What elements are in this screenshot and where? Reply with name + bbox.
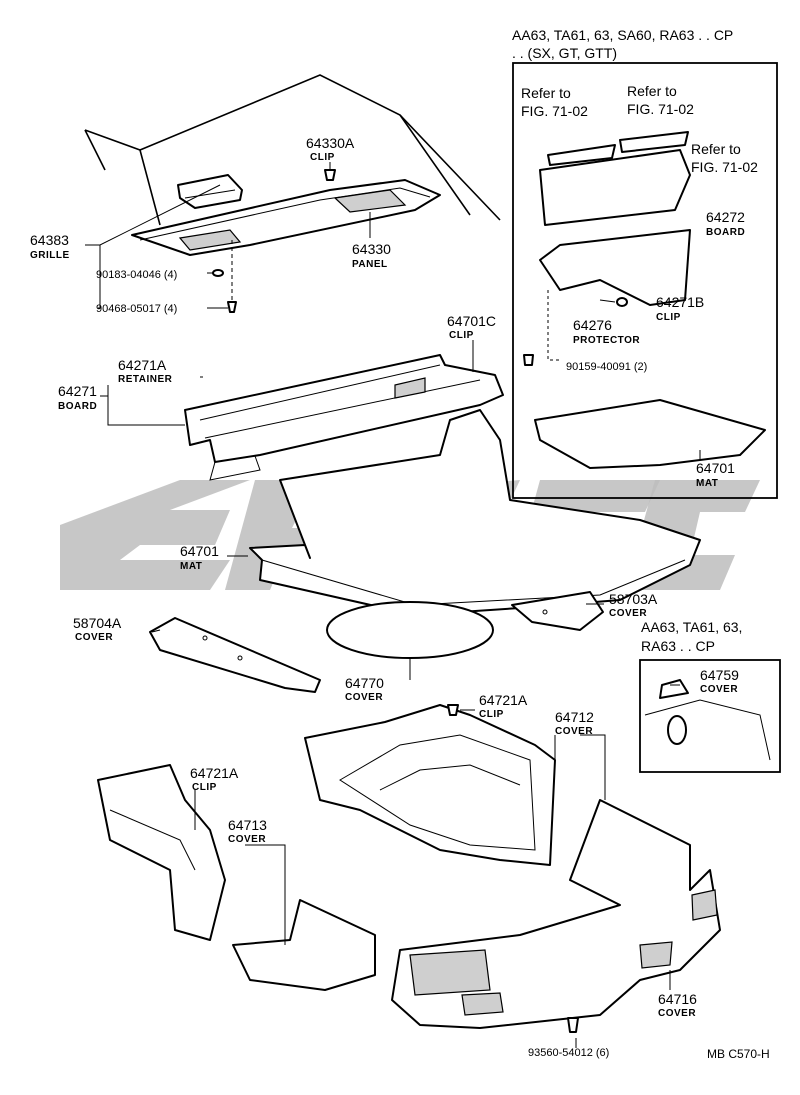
label-64330-name: PANEL [352,259,388,270]
rear-speaker-grille [177,174,243,209]
label-64701-name: MAT [180,561,202,572]
clip-64721A-top-icon [447,704,459,716]
label-64701-num: 64701 [180,543,219,559]
label-64271B-num: 64271B [656,294,704,310]
label-58703A-num: 58703A [609,591,658,607]
label-64701-box-num: 64701 [696,460,735,476]
label-64271B-name: CLIP [656,312,681,323]
car-body-outline [84,74,501,226]
label-64271A-num: 64271A [118,357,167,373]
label-64716-num: 64716 [658,991,697,1007]
refer1-line1: Refer to [521,85,571,101]
variant-box-header-2: . . (SX, GT, GTT) [512,45,617,61]
label-64330A-num: 64330A [306,135,355,151]
label-90159: 90159-40091 (2) [566,361,647,373]
trunk-side-liner-64713 [232,899,376,991]
left-wheelhouse-cover [97,764,226,941]
label-64701C-num: 64701C [447,313,496,329]
label-64383-num: 64383 [30,232,69,248]
leader-lines [85,162,701,1048]
label-64759-num: 64759 [700,667,739,683]
trunk-side-liner-64712 [304,704,556,866]
label-64712-name: COVER [555,726,593,737]
label-64716-name: COVER [658,1008,696,1019]
screw-93560-icon [567,1017,579,1033]
trunk-rear-trim-64716 [391,799,721,1029]
label-64721A-2-num: 64721A [190,765,239,781]
label-64330-num: 64330 [352,241,391,257]
refer3-line2: FIG. 71-02 [691,159,758,175]
label-64701-box-name: MAT [696,478,718,489]
cover-58704A [149,617,321,693]
label-58704A-name: COVER [75,632,113,643]
small-box-header-1: AA63, TA61, 63, [641,619,742,635]
refer3-line1: Refer to [691,141,741,157]
label-64713-name: COVER [228,834,266,845]
variant-box-header-1: AA63, TA61, 63, SA60, RA63 . . CP [512,27,733,43]
label-64272-num: 64272 [706,209,745,225]
label-64712-num: 64712 [555,709,594,725]
label-64770-name: COVER [345,692,383,703]
label-64276-name: PROTECTOR [573,335,640,346]
refer2-line1: Refer to [627,83,677,99]
variant-box-cp [639,659,781,773]
label-58703A-name: COVER [609,608,647,619]
label-64271-num: 64271 [58,383,97,399]
rear-seat-back-board [184,354,504,481]
clip-64330A-icon [324,169,336,181]
label-64721A-2-name: CLIP [192,782,217,793]
label-64276-num: 64276 [573,317,612,333]
label-90468: 90468-05017 (4) [96,303,177,315]
package-tray-panel [131,179,441,256]
small-box-header-2: RA63 . . CP [641,638,715,654]
label-64271-name: BOARD [58,401,97,412]
refer1-line2: FIG. 71-02 [521,103,588,119]
label-64701C-name: CLIP [449,330,474,341]
variant-box-sx-gt-gtt [512,62,778,499]
label-64713-num: 64713 [228,817,267,833]
label-64272-name: BOARD [706,227,745,238]
footer-code: MB C570-H [707,1047,770,1061]
spare-wheel-cover [326,601,494,659]
label-64721A-1-num: 64721A [479,692,528,708]
refer2-line2: FIG. 71-02 [627,101,694,117]
label-64759-name: COVER [700,684,738,695]
label-64770-num: 64770 [345,675,384,691]
label-58704A-num: 58704A [73,615,122,631]
label-64383-name: GRILLE [30,250,70,261]
labels: 64330A CLIP 64383 GRILLE 90183-04046 (4)… [30,27,770,1061]
label-64330A-name: CLIP [310,152,335,163]
cover-58703A [511,591,604,631]
label-93560: 93560-54012 (6) [528,1047,609,1059]
label-64721A-1-name: CLIP [479,709,504,720]
label-64271A-name: RETAINER [118,374,173,385]
label-90183: 90183-04046 (4) [96,269,177,281]
